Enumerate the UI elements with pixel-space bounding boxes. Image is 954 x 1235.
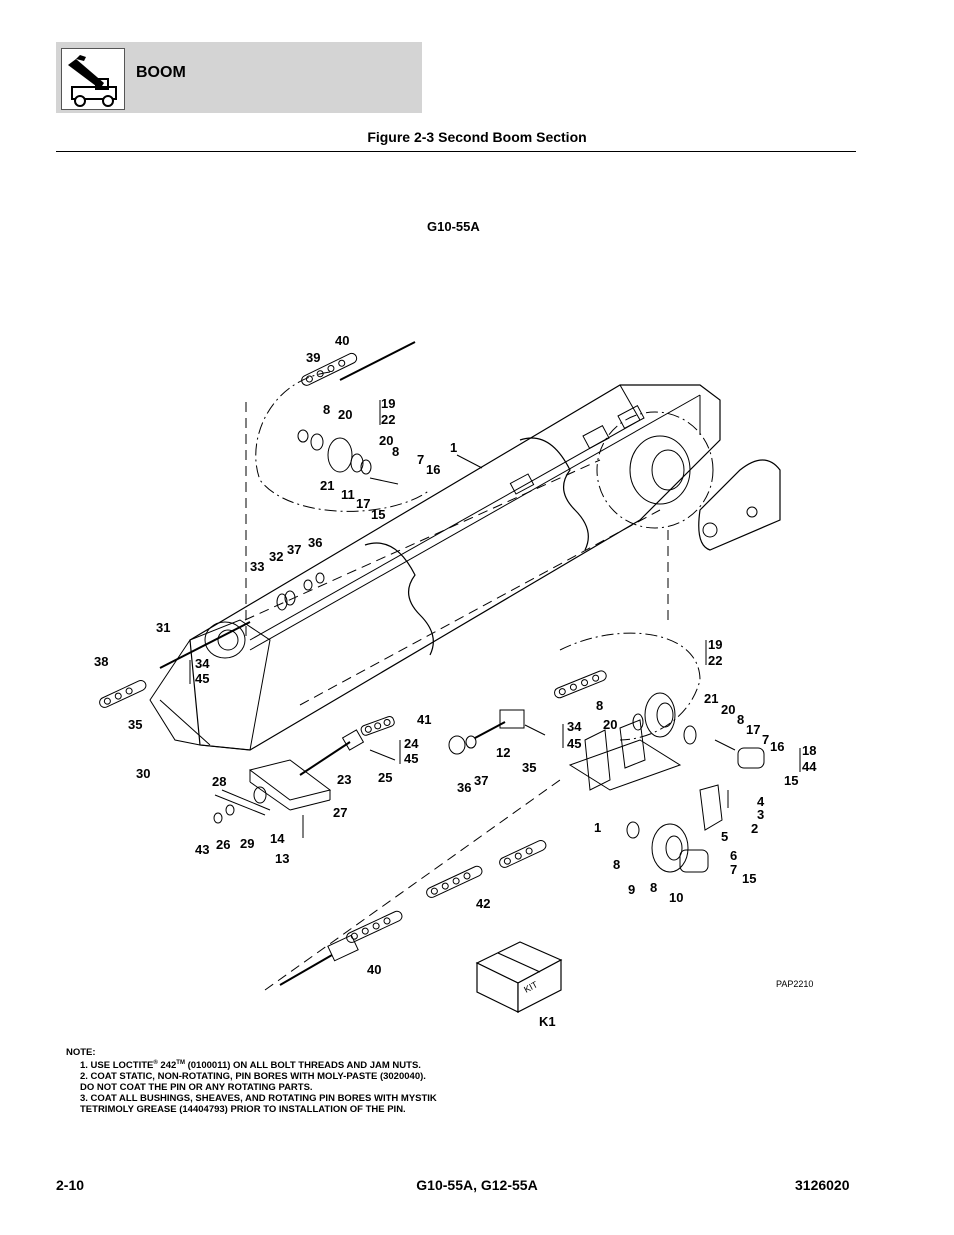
callout-K1: K1 bbox=[539, 1014, 556, 1029]
callout-40: 40 bbox=[335, 333, 349, 348]
header-rule bbox=[56, 151, 856, 152]
footer-models: G10-55A, G12-55A bbox=[416, 1177, 538, 1193]
callout-17: 17 bbox=[356, 496, 370, 511]
drawing-code: PAP2210 bbox=[776, 979, 813, 989]
notes-block: NOTE: 1. USE LOCTITE® 242TM (0100011) ON… bbox=[66, 1047, 437, 1115]
callout-36: 36 bbox=[457, 780, 471, 795]
callout-9: 9 bbox=[628, 882, 635, 897]
callout-20: 20 bbox=[603, 717, 617, 732]
callout-45: 45 bbox=[567, 736, 581, 751]
callout-44: 44 bbox=[802, 759, 817, 774]
callout-25: 25 bbox=[378, 770, 392, 785]
note-3: 3. COAT ALL BUSHINGS, SHEAVES, AND ROTAT… bbox=[80, 1093, 437, 1105]
callout-1: 1 bbox=[594, 820, 601, 835]
callout-35: 35 bbox=[128, 717, 142, 732]
callout-20: 20 bbox=[379, 433, 393, 448]
callout-12: 12 bbox=[496, 745, 510, 760]
model-label: G10-55A bbox=[427, 219, 480, 234]
callout-41: 41 bbox=[417, 712, 431, 727]
callout-4: 4 bbox=[757, 794, 765, 809]
section-header: BOOM bbox=[56, 42, 422, 113]
callout-23: 23 bbox=[337, 772, 351, 787]
note-2: 2. COAT STATIC, NON-ROTATING, PIN BORES … bbox=[80, 1071, 426, 1083]
callout-31: 31 bbox=[156, 620, 170, 635]
callout-8: 8 bbox=[650, 880, 657, 895]
doc-number: 3126020 bbox=[795, 1177, 850, 1193]
kit-box-icon bbox=[475, 941, 563, 1013]
callout-15: 15 bbox=[742, 871, 756, 886]
callout-39: 39 bbox=[306, 350, 320, 365]
page-number: 2-10 bbox=[56, 1177, 85, 1193]
note-1: 1. USE LOCTITE® 242TM (0100011) ON ALL B… bbox=[80, 1060, 421, 1072]
callout-26: 26 bbox=[216, 837, 230, 852]
callout-3: 3 bbox=[757, 807, 764, 822]
callout-27: 27 bbox=[333, 805, 347, 820]
callout-21: 21 bbox=[320, 478, 334, 493]
callout-36: 36 bbox=[308, 535, 322, 550]
callout-30: 30 bbox=[136, 766, 150, 781]
callout-14: 14 bbox=[270, 831, 285, 846]
callout-22: 22 bbox=[381, 412, 395, 427]
callout-8: 8 bbox=[596, 698, 603, 713]
note-3-continued: TETRIMOLY GREASE (14404793) PRIOR TO INS… bbox=[80, 1104, 406, 1116]
callout-28: 28 bbox=[212, 774, 226, 789]
callout-42: 42 bbox=[476, 896, 490, 911]
callout-8: 8 bbox=[323, 402, 330, 417]
callout-29: 29 bbox=[240, 836, 254, 851]
callout-7: 7 bbox=[730, 862, 737, 877]
callout-10: 10 bbox=[669, 890, 683, 905]
callout-13: 13 bbox=[275, 851, 289, 866]
callout-8: 8 bbox=[613, 857, 620, 872]
callout-5: 5 bbox=[721, 829, 728, 844]
callout-15: 15 bbox=[371, 507, 385, 522]
callout-45: 45 bbox=[195, 671, 209, 686]
callout-2: 2 bbox=[751, 821, 758, 836]
callout-20: 20 bbox=[338, 407, 352, 422]
callout-21: 21 bbox=[704, 691, 718, 706]
callout-16: 16 bbox=[426, 462, 440, 477]
callout-18: 18 bbox=[802, 743, 816, 758]
callout-33: 33 bbox=[250, 559, 264, 574]
callout-32: 32 bbox=[269, 549, 283, 564]
callout-1: 1 bbox=[450, 440, 457, 455]
callout-34: 34 bbox=[567, 719, 582, 734]
callout-7: 7 bbox=[762, 732, 769, 747]
callout-8: 8 bbox=[737, 712, 744, 727]
figure-title: Figure 2-3 Second Boom Section bbox=[367, 129, 587, 145]
callout-7: 7 bbox=[417, 452, 424, 467]
callout-43: 43 bbox=[195, 842, 209, 857]
callout-20: 20 bbox=[721, 702, 735, 717]
telehandler-icon bbox=[61, 48, 125, 110]
section-title: BOOM bbox=[136, 64, 186, 81]
callout-22: 22 bbox=[708, 653, 722, 668]
callout-37: 37 bbox=[474, 773, 488, 788]
callout-17: 17 bbox=[746, 722, 760, 737]
note-2-continued: DO NOT COAT THE PIN OR ANY ROTATING PART… bbox=[80, 1082, 313, 1094]
callout-19: 19 bbox=[708, 637, 722, 652]
callout-34: 34 bbox=[195, 656, 210, 671]
callout-19: 19 bbox=[381, 396, 395, 411]
callout-35: 35 bbox=[522, 760, 536, 775]
callout-8: 8 bbox=[392, 444, 399, 459]
callout-11: 11 bbox=[341, 487, 355, 502]
callout-6: 6 bbox=[730, 848, 737, 863]
callout-16: 16 bbox=[770, 739, 784, 754]
callout-15: 15 bbox=[784, 773, 798, 788]
callout-24: 24 bbox=[404, 736, 419, 751]
callout-40: 40 bbox=[367, 962, 381, 977]
notes-heading: NOTE: bbox=[66, 1047, 96, 1058]
callout-37: 37 bbox=[287, 542, 301, 557]
callout-38: 38 bbox=[94, 654, 108, 669]
callout-45: 45 bbox=[404, 751, 418, 766]
